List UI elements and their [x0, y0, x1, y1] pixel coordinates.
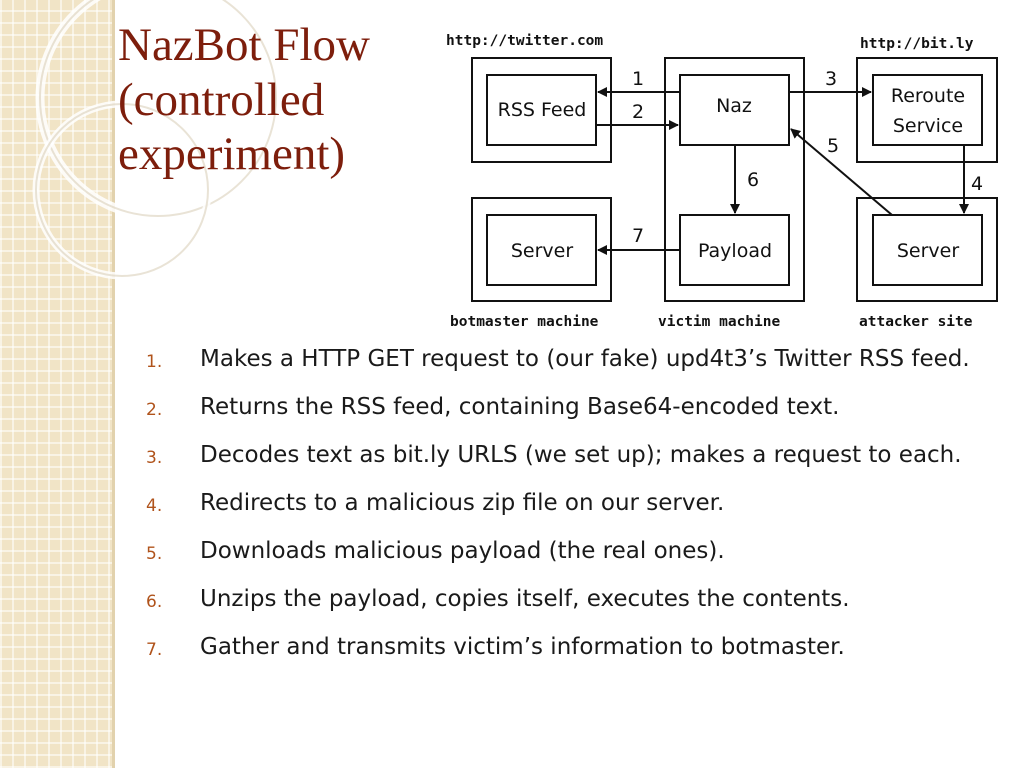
- step-number: 1.: [146, 352, 163, 372]
- list-item: 7. Gather and transmits victim’s informa…: [146, 629, 996, 669]
- step-text: Downloads malicious payload (the real on…: [200, 538, 725, 564]
- title-line: (controlled: [118, 73, 325, 126]
- title-line: NazBot Flow: [118, 19, 370, 71]
- arrow-5: [790, 128, 893, 216]
- list-item: 4. Redirects to a malicious zip file on …: [146, 485, 996, 525]
- arrow-number-6: 6: [747, 169, 759, 191]
- arrow-number-3: 3: [825, 68, 837, 90]
- step-text: Unzips the payload, copies itself, execu…: [200, 586, 850, 612]
- list-item: 3. Decodes text as bit.ly URLS (we set u…: [146, 437, 996, 477]
- slide-title: NazBot Flow (controlled experiment): [118, 18, 438, 182]
- step-number: 5.: [146, 544, 163, 564]
- list-item: 2. Returns the RSS feed, containing Base…: [146, 389, 996, 429]
- step-number: 2.: [146, 400, 163, 420]
- server-left-box: [486, 214, 597, 286]
- list-item: 1. Makes a HTTP GET request to (our fake…: [146, 341, 996, 381]
- decorative-circles: [32, 0, 281, 280]
- step-number: 3.: [146, 448, 163, 468]
- nazbot-flow-diagram: http://twitter.com http://bit.ly RSS Fee…: [446, 33, 998, 330]
- step-text: Redirects to a malicious zip file on our…: [200, 490, 725, 516]
- step-text: Decodes text as bit.ly URLS (we set up);…: [200, 442, 962, 468]
- arrow-number-7: 7: [632, 225, 644, 247]
- botmaster-machine-caption: botmaster machine: [450, 314, 599, 330]
- payload-label: Payload: [698, 240, 772, 262]
- list-item: 6. Unzips the payload, copies itself, ex…: [146, 581, 996, 621]
- arrow-number-5: 5: [827, 135, 839, 157]
- bitly-url-label: http://bit.ly: [860, 36, 974, 52]
- rss-feed-box: [486, 74, 597, 146]
- reroute-label: Reroute: [891, 85, 965, 107]
- victim-machine-frame: [664, 57, 805, 302]
- reroute-service-box: [872, 74, 983, 146]
- decorative-sidebar: [0, 0, 112, 768]
- step-text: Makes a HTTP GET request to (our fake) u…: [200, 346, 970, 372]
- twitter-url-label: http://twitter.com: [446, 33, 603, 49]
- attacker-site-caption: attacker site: [859, 314, 973, 330]
- title-line: experiment): [118, 128, 346, 181]
- server-right-box: [872, 214, 983, 286]
- list-item: 5. Downloads malicious payload (the real…: [146, 533, 996, 573]
- service-label: Service: [893, 115, 963, 137]
- rss-feed-label: RSS Feed: [498, 99, 587, 121]
- arrow-number-2: 2: [632, 101, 644, 123]
- server-right-label: Server: [897, 240, 959, 262]
- victim-machine-caption: victim machine: [658, 314, 780, 330]
- step-number: 4.: [146, 496, 163, 516]
- step-text: Gather and transmits victim’s informatio…: [200, 634, 845, 660]
- attacker-site-frame: [856, 197, 998, 302]
- arrow-number-1: 1: [632, 68, 644, 90]
- step-number: 6.: [146, 592, 163, 612]
- naz-label: Naz: [716, 95, 752, 117]
- step-number: 7.: [146, 640, 163, 660]
- steps-list: 1. Makes a HTTP GET request to (our fake…: [146, 341, 996, 677]
- arrow-number-4: 4: [971, 173, 983, 195]
- step-text: Returns the RSS feed, containing Base64-…: [200, 394, 840, 420]
- bitly-machine-frame: [856, 57, 998, 163]
- sidebar-edge: [112, 0, 115, 768]
- server-left-label: Server: [511, 240, 573, 262]
- payload-box: [679, 214, 790, 286]
- twitter-machine-frame: [471, 57, 612, 163]
